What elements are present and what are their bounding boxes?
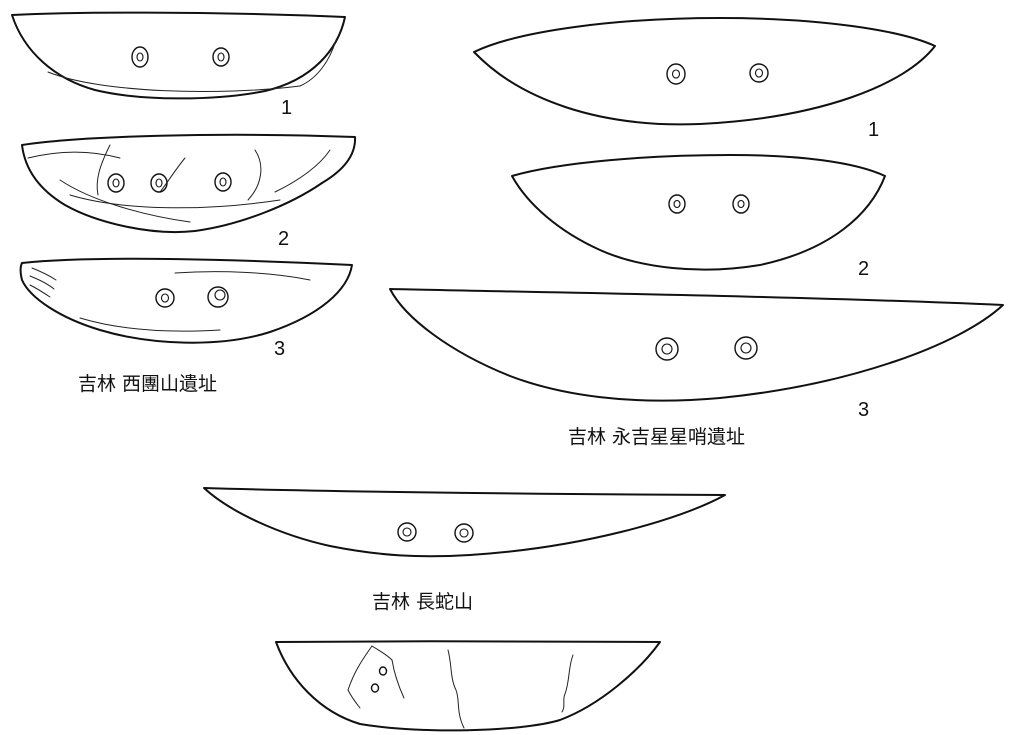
perforation-hole (155, 288, 175, 308)
knife-yongji-3 (389, 288, 1004, 402)
perforation-hole (212, 47, 230, 67)
site-label: 吉林 長蛇山 (372, 591, 473, 613)
perforation-hole (370, 683, 380, 693)
knife-yongji-1 (473, 17, 936, 126)
knife-xituanshan-1 (11, 11, 346, 100)
item-number: 3 (858, 399, 869, 421)
site-label: 吉林 永吉星星哨遺址 (568, 426, 745, 448)
perforation-hole (150, 173, 168, 193)
item-number: 1 (281, 97, 292, 119)
perforation-hole (732, 194, 750, 214)
knife-yongji-2 (511, 154, 886, 271)
perforation-hole (734, 336, 758, 360)
item-number: 1 (868, 119, 879, 141)
item-number: 2 (858, 258, 869, 280)
perforation-hole (214, 172, 232, 192)
perforation-hole (668, 194, 686, 214)
site-label: 吉林 西團山遺址 (78, 373, 217, 395)
perforation-hole (666, 63, 686, 85)
perforation-hole (454, 523, 474, 543)
knife-xituanshan-2 (21, 133, 357, 233)
perforation-hole (749, 63, 769, 83)
knife-xituanshan-3 (19, 257, 353, 344)
perforation-hole (397, 522, 417, 542)
perforation-hole (207, 286, 229, 308)
perforation-hole (107, 173, 125, 193)
item-number: 2 (278, 228, 289, 250)
perforation-hole (655, 337, 679, 361)
perforation-hole (131, 46, 149, 68)
knife-changsheshan (203, 487, 726, 558)
knife-fragment (275, 640, 661, 732)
item-number: 3 (274, 338, 285, 360)
perforation-hole (378, 666, 388, 676)
